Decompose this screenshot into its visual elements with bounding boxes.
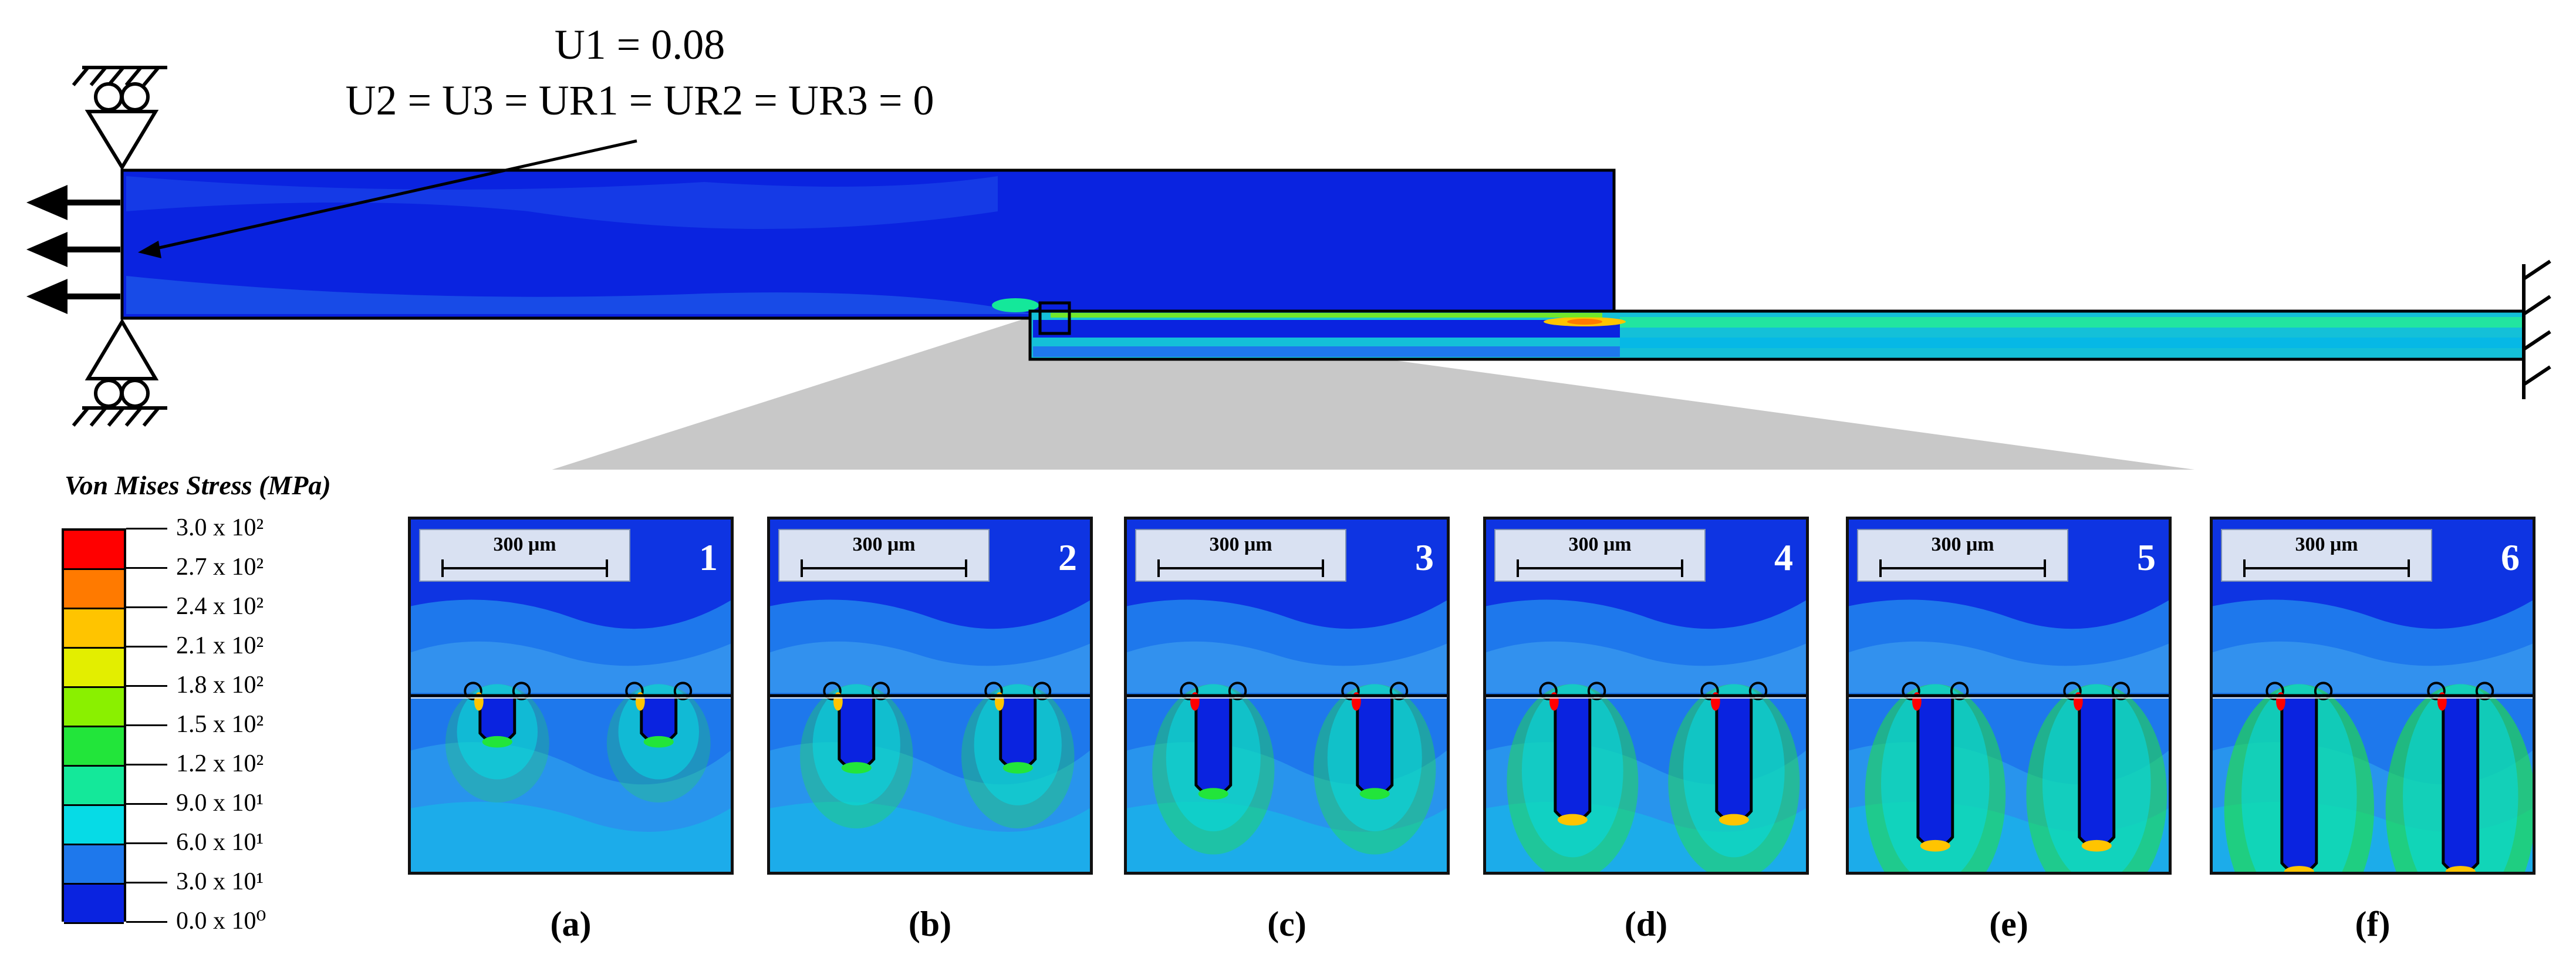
legend-label: 9.0 x 10¹ [176,790,264,817]
legend-label: 1.8 x 10² [176,672,264,699]
scale-tick [1322,559,1324,577]
panel-caption: (c) [1267,905,1306,943]
legend-tick [126,685,167,687]
legend-label: 1.2 x 10² [176,750,264,777]
legend-swatch [64,609,124,649]
legend-tick [126,567,167,569]
left-support-bottom [72,318,167,427]
lower-strip [1028,309,2526,361]
scale-line [802,567,966,569]
scale-bar: 300 μm [419,529,630,582]
scale-tick [2408,559,2410,577]
panel-caption: (e) [1989,905,2028,943]
scale-tick [1681,559,1683,577]
legend-swatch [64,845,124,885]
scale-bar: 300 μm [1135,529,1346,582]
legend-swatch [64,570,124,609]
scale-line [1518,567,1682,569]
panel-number: 4 [1774,537,1793,578]
scale-line [1880,567,2045,569]
legend-label: 3.0 x 10¹ [176,868,264,895]
scale-bar: 300 μm [2221,529,2432,582]
scale-label: 300 μm [852,534,916,555]
legend-tick [126,803,167,805]
panel-number: 6 [2501,537,2520,578]
legend-swatch [64,649,124,688]
scale-bar: 300 μm [778,529,990,582]
bc-line-1: U1 = 0.08 [554,21,725,68]
legend-title: Von Mises Stress (MPa) [65,470,331,500]
legend-swatch [64,727,124,767]
legend-swatch [64,767,124,806]
panel-number: 1 [699,537,718,578]
stress-panel-3: 300 μm 3 [1124,517,1450,875]
stress-panel-1: 300 μm 1 [408,517,734,875]
panel-number: 5 [2137,537,2156,578]
panel-caption: (d) [1624,905,1668,943]
scale-tick [1517,559,1519,577]
stress-panel-5: 300 μm 5 [1846,517,2172,875]
legend-swatch [64,885,124,924]
legend-tick [126,921,167,923]
scale-tick [2243,559,2246,577]
scale-tick [801,559,803,577]
panel-caption: (f) [2355,905,2391,943]
scale-bar: 300 μm [1494,529,1706,582]
panel-number: 2 [1058,537,1077,578]
legend-tick [126,882,167,883]
stress-panel-2: 300 μm 2 [767,517,1093,875]
stress-panel-4: 300 μm 4 [1483,517,1809,875]
scale-label: 300 μm [1931,534,1994,555]
bc-line-2: U2 = U3 = UR1 = UR2 = UR3 = 0 [345,77,934,124]
scale-line [1159,567,1323,569]
legend-swatch [64,531,124,570]
scale-tick [441,559,444,577]
legend-tick [126,606,167,608]
scale-tick [965,559,967,577]
legend-tick [126,764,167,765]
scale-tick [1879,559,1882,577]
legend-tick [126,646,167,647]
scale-label: 300 μm [1209,534,1272,555]
scale-tick [1157,559,1160,577]
panel-caption: (b) [908,905,952,943]
fe-model [26,66,2551,470]
legend-label: 1.5 x 10² [176,711,264,738]
legend-swatch [64,688,124,727]
panel-caption: (a) [550,905,592,943]
legend-tick [126,528,167,530]
scale-tick [2044,559,2046,577]
right-fixed-support [2522,259,2551,399]
upper-plate [120,168,1616,320]
leader-arrow [138,139,637,258]
zoom-box [1038,301,1071,335]
legend-label: 2.4 x 10² [176,593,264,620]
panel-number: 3 [1415,537,1434,578]
scale-label: 300 μm [2295,534,2358,555]
scale-tick [606,559,608,577]
scale-bar: 300 μm [1857,529,2068,582]
zoom-projection [552,317,2195,470]
legend-label: 2.1 x 10² [176,632,264,659]
legend-swatch [64,806,124,845]
legend-tick [126,724,167,726]
legend-label: 3.0 x 10² [176,514,264,541]
legend-tick [126,842,167,844]
legend-label: 2.7 x 10² [176,554,264,581]
scale-label: 300 μm [493,534,556,555]
legend-colorbar [62,528,126,924]
legend-label: 0.0 x 10⁰ [176,908,266,935]
scale-line [2244,567,2409,569]
left-support-top [72,66,167,171]
load-arrows-icon [26,185,120,314]
legend-label: 6.0 x 10¹ [176,829,264,856]
scale-label: 300 μm [1568,534,1632,555]
stress-panel-6: 300 μm 6 [2210,517,2536,875]
scale-line [443,567,607,569]
